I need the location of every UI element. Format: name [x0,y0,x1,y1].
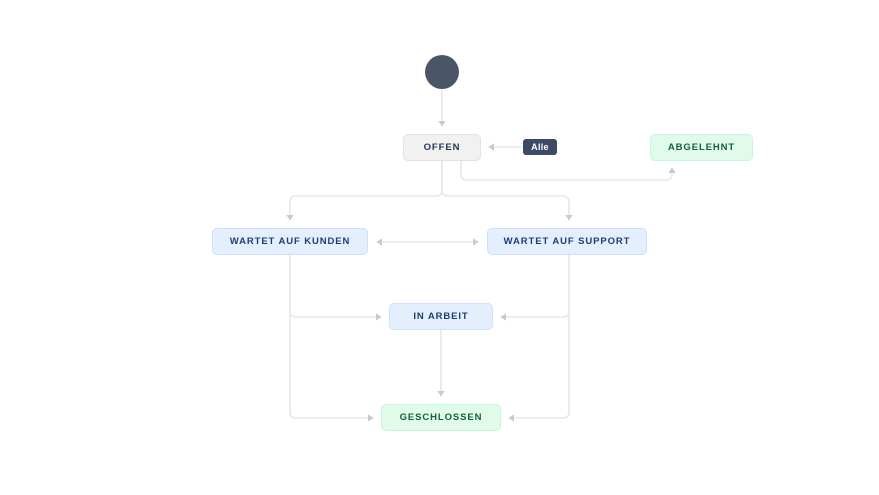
edge-wartet-auf-kunden-to-in-arbeit [289,254,382,321]
edge-wartet-auf-support-to-in-arbeit [500,254,570,321]
edge-offen-to-wartet-auf-support [441,160,573,221]
state-node-wartet-auf-kunden[interactable]: WARTET AUF KUNDEN [212,228,368,255]
edge-offen-to-wartet-auf-kunden [286,160,443,221]
state-node-geschlossen[interactable]: GESCHLOSSEN [381,404,501,431]
state-node-offen[interactable]: OFFEN [403,134,481,161]
state-label-in-arbeit: IN ARBEIT [413,311,469,322]
state-node-in-arbeit[interactable]: IN ARBEIT [389,303,493,330]
state-label-wartet-auf-kunden: WARTET AUF KUNDEN [229,236,351,247]
state-label-offen: OFFEN [423,142,461,153]
edge-wartet-auf-kunden-to-geschlossen [289,254,374,422]
state-label-geschlossen: GESCHLOSSEN [399,412,483,423]
state-node-abgelehnt[interactable]: ABGELEHNT [650,134,753,161]
edge-offen-to-abgelehnt [460,160,676,181]
state-label-abgelehnt: ABGELEHNT [667,142,736,153]
state-node-wartet-auf-support[interactable]: WARTET AUF SUPPORT [487,228,647,255]
transition-badge-label: Alle [531,142,549,152]
state-label-wartet-auf-support: WARTET AUF SUPPORT [503,236,631,247]
transition-badge-alle[interactable]: Alle [523,139,557,155]
start-node[interactable] [425,55,459,89]
edge-wartet-auf-support-to-geschlossen [508,254,570,422]
